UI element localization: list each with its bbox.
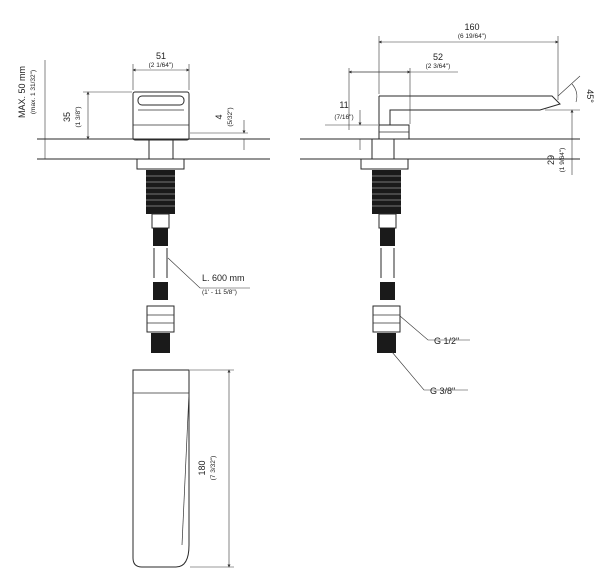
spout-dim-sub: (7/16") [334, 114, 353, 121]
side-view: 160 (6 19/64") 52 (2 3/64") 11 (7/16") 4… [300, 22, 595, 396]
threaded-rod [146, 170, 175, 214]
plate-dim-sub: (5/32") [227, 107, 234, 126]
thread-small-label: G 3/8" [430, 386, 455, 396]
shank [148, 138, 174, 160]
max-dim-sub: (max. 1 31/32") [30, 70, 37, 114]
depth-dim-sub: (1 9/64") [559, 148, 566, 173]
lock-nut [136, 158, 185, 170]
front-view: 51 (2 1/64") 35 (1 3/8") MAX. 50 mm (max… [17, 51, 270, 353]
spout-arm [379, 95, 561, 125]
side-valve-nut [372, 305, 401, 333]
side-threaded-rod [372, 170, 401, 214]
hose-fitting-top [151, 213, 170, 229]
box-height-value: 180 [197, 460, 207, 475]
offset-dim-value: 52 [433, 52, 443, 62]
hose-dim-value: L. 600 mm [202, 273, 245, 283]
length-dim-sub: (6 19/64") [458, 33, 486, 40]
box-height-sub: (7 3/32") [210, 456, 217, 481]
height-dim-sub: (1 3/8") [75, 106, 82, 127]
plate-dim-value: 4 [214, 114, 224, 119]
box-view: 180 (7 3/32") [132, 369, 234, 568]
width-dim-value: 51 [156, 51, 166, 61]
length-dim-value: 160 [464, 22, 479, 32]
offset-dim-sub: (2 3/64") [426, 63, 451, 70]
max-dim-value: MAX. 50 mm [17, 66, 27, 118]
spout-outlet [137, 95, 185, 106]
valve-thread [151, 333, 170, 353]
valve-nut [146, 305, 175, 333]
height-dim-value: 35 [62, 112, 72, 122]
thread-big-label: G 1/2" [434, 336, 459, 346]
width-dim-sub: (2 1/64") [149, 62, 174, 69]
depth-dim-value: 29 [546, 155, 556, 165]
hose-dim-sub: (1' - 11 5/8") [202, 289, 237, 296]
faucet-body [132, 91, 190, 141]
box-outline [132, 369, 190, 568]
angle-dim-value: 45° [585, 89, 595, 103]
spout-dim-value: 11 [339, 100, 348, 110]
hose-fitting-bottom [153, 282, 168, 300]
